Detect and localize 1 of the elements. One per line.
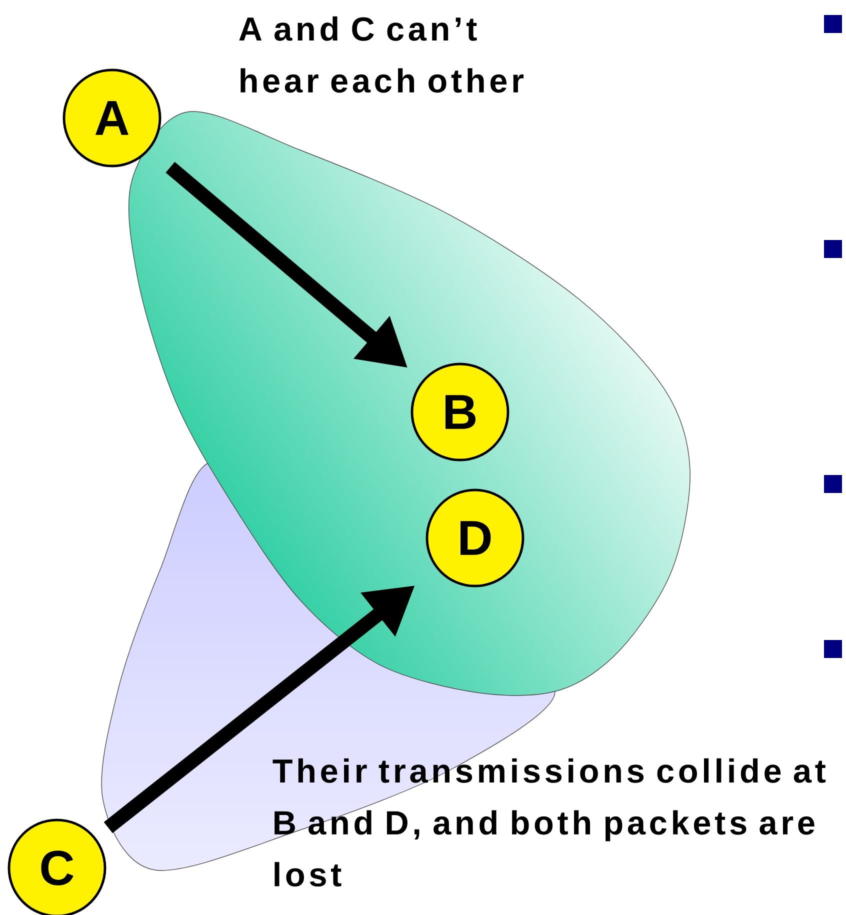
annotation-text: A and C can’t hear each other (239, 16, 524, 93)
